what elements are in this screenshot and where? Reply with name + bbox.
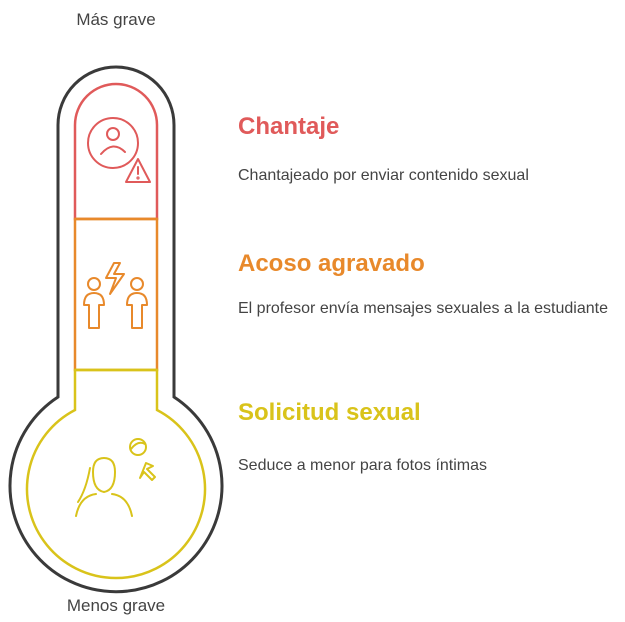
thermometer-segment-yellow bbox=[25, 368, 207, 580]
entry-solicitud-sexual: Solicitud sexual Seduce a menor para fot… bbox=[238, 399, 487, 474]
entry-description: El profesor envía mensajes sexuales a la… bbox=[238, 300, 608, 317]
top-scale-label: Más grave bbox=[76, 10, 156, 29]
entry-acoso-agravado: Acoso agravado El profesor envía mensaje… bbox=[238, 250, 608, 317]
people-lightning-icon bbox=[83, 262, 148, 329]
person-cursor-icon bbox=[75, 438, 156, 517]
entry-description: Seduce a menor para fotos íntimas bbox=[238, 457, 488, 474]
entry-chantaje: Chantaje Chantajeado por enviar contenid… bbox=[238, 113, 529, 184]
entry-title: Solicitud sexual bbox=[238, 399, 421, 426]
person-warning-icon bbox=[87, 117, 151, 183]
thermometer-segment-red bbox=[73, 82, 159, 221]
entry-title: Acoso agravado bbox=[238, 250, 425, 277]
bottom-scale-label: Menos grave bbox=[66, 596, 166, 615]
entry-title: Chantaje bbox=[238, 113, 340, 140]
thermometer-outer-outline bbox=[8, 65, 224, 594]
entry-description: Chantajeado por enviar contenido sexual bbox=[238, 167, 529, 184]
